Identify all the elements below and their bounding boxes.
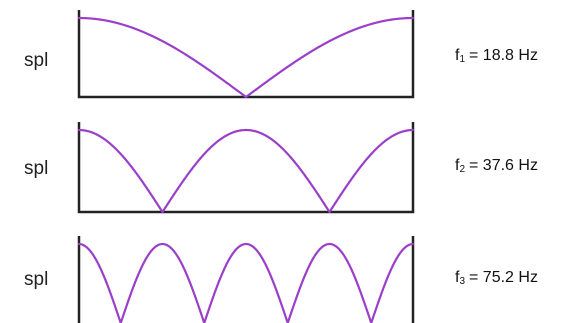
panel-2-wave [77,128,415,214]
panel-2-freq-index: 2 [459,164,465,175]
panel-1: spl f1 = 18.8 Hz [24,10,538,99]
panel-3: spl f3 = 75.2 Hz [24,236,538,323]
panel-1-freq-index: 1 [459,54,465,65]
panel-3-freq-index: 3 [459,276,465,287]
panel-3-freq-value: = 75.2 Hz [469,269,538,286]
panel-1-freq-symbol: f [455,47,460,64]
panel-1-axis-label: spl [24,50,48,71]
panel-2: spl f2 = 37.6 Hz [24,122,538,214]
panel-1-frequency-label: f1 = 18.8 Hz [455,47,538,65]
panel-3-wave [77,242,415,323]
panel-2-frequency-label: f2 = 37.6 Hz [455,157,538,175]
panel-3-freq-symbol: f [455,269,460,286]
panel-2-frame [77,122,415,214]
panel-2-freq-value: = 37.6 Hz [469,157,538,174]
panel-3-frequency-label: f3 = 75.2 Hz [455,269,538,287]
panel-3-frame [77,236,415,323]
panel-1-freq-value: = 18.8 Hz [469,47,538,64]
panel-3-axis-label: spl [24,269,48,290]
panel-2-freq-symbol: f [455,157,460,174]
panel-1-wave [77,16,415,99]
panel-2-axis-label: spl [24,158,48,179]
panel-1-frame [77,10,415,99]
